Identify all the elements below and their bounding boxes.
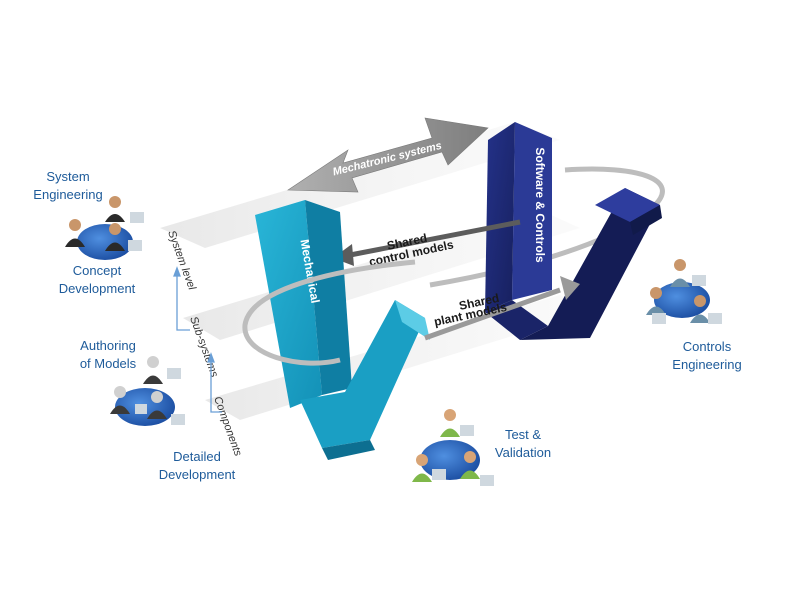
label-detailed-development: Detailed Development xyxy=(158,449,236,482)
desk-table-icon xyxy=(654,282,710,318)
monitor-icon xyxy=(460,425,474,436)
monitor-icon xyxy=(130,212,144,223)
desk-table-icon xyxy=(77,224,133,260)
level-connectors xyxy=(173,266,222,413)
people-group-icon-system xyxy=(65,196,144,260)
software-controls-label: Software & Controls xyxy=(533,147,547,263)
loop-arrow-front xyxy=(242,259,416,366)
label-controls-engineering: Controls Engineering xyxy=(672,339,742,372)
people-group-icon-controls xyxy=(646,259,722,324)
monitor-icon xyxy=(167,368,181,379)
people-group-icon-test xyxy=(412,409,494,486)
mechanical-v: Mechanical xyxy=(255,200,430,460)
label-test-validation: Test & Validation xyxy=(494,427,552,460)
people-group-icon-authoring xyxy=(110,356,185,426)
label-system-engineering: System Engineering xyxy=(33,169,103,202)
monitor-icon xyxy=(692,275,706,286)
label-concept-development: Concept Development xyxy=(58,263,136,296)
label-authoring-of-models: Authoring of Models xyxy=(79,338,137,371)
